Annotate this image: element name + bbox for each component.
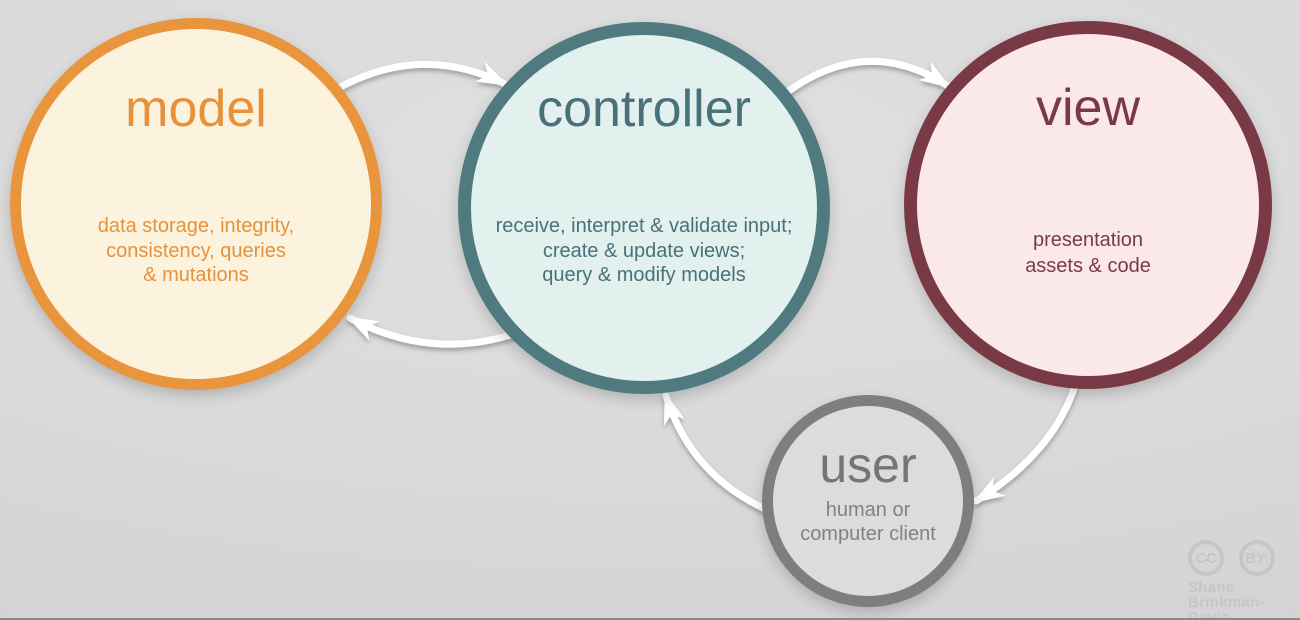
- node-controller: controller receive, interpret & validate…: [458, 22, 830, 394]
- user-title: user: [819, 437, 917, 493]
- node-view: view presentation assets & code: [904, 21, 1272, 389]
- model-description: data storage, integrity, consistency, qu…: [97, 215, 295, 287]
- model-title: model: [125, 80, 267, 138]
- view-description: presentation assets & code: [1025, 229, 1151, 278]
- controller-description: receive, interpret & validate input; cre…: [495, 215, 793, 287]
- arrow-controller-to-view: [778, 57, 952, 100]
- view-title: view: [1035, 79, 1141, 137]
- arrow-model-to-controller: [331, 61, 509, 94]
- arrow-view-to-user: [972, 364, 1084, 505]
- node-model: model data storage, integrity, consisten…: [10, 18, 382, 390]
- node-user: user human or computer client: [762, 395, 974, 607]
- arrow-controller-to-model: [346, 314, 524, 348]
- user-description: human or computer client: [800, 499, 936, 545]
- controller-title: controller: [537, 80, 751, 138]
- cc-icon: CC: [1188, 540, 1224, 576]
- license-attribution: CC BY: Shane Brinkman-Davis: [1188, 540, 1300, 620]
- arrow-user-to-controller: [662, 392, 776, 516]
- by-icon: BY:: [1239, 540, 1275, 576]
- author-name-line1: Shane: [1188, 579, 1235, 596]
- author-name-line2: Brinkman-Davis: [1188, 594, 1265, 620]
